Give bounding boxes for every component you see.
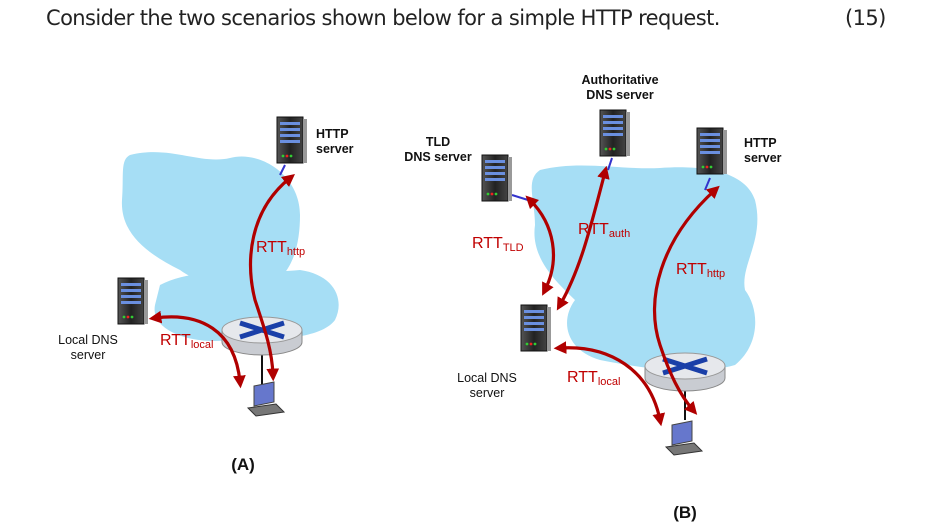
cloud-upper — [121, 152, 301, 290]
http-server-label-2: server — [744, 151, 782, 165]
svg-text:RTTTLD: RTTTLD — [472, 235, 524, 254]
rtt-auth-label: RTT — [578, 221, 609, 238]
tld-dns-label: TLD — [426, 135, 450, 149]
http-server-icon — [696, 127, 728, 175]
local-dns-server-icon — [117, 277, 149, 325]
caption-a: (A) — [231, 455, 255, 474]
rtt-http-label: RTT — [256, 239, 287, 256]
router-icon — [645, 353, 725, 391]
rtt-auth-sub: auth — [609, 228, 630, 240]
rtt-local-label: RTT — [567, 369, 598, 386]
local-dns-label-2: server — [470, 386, 505, 400]
http-server-label: HTTP — [744, 136, 777, 150]
http-server-label: HTTP — [316, 127, 349, 141]
rtt-local-sub: local — [191, 339, 214, 351]
http-server-icon — [276, 116, 308, 164]
tld-dns-label-2: DNS server — [404, 150, 472, 164]
svg-text:RTThttp: RTThttp — [676, 261, 725, 280]
rtt-http-label: RTT — [676, 261, 707, 278]
rtt-http-sub: http — [287, 246, 305, 258]
local-dns-label-2: server — [71, 348, 106, 362]
rtt-tld-sub: TLD — [503, 242, 524, 254]
question-points: (15) — [845, 6, 886, 30]
local-dns-label: Local DNS — [457, 371, 517, 385]
rtt-local-label: RTT — [160, 332, 191, 349]
svg-text:RTTlocal: RTTlocal — [160, 332, 213, 351]
tld-dns-server-icon — [481, 154, 513, 202]
svg-text:RTThttp: RTThttp — [256, 239, 305, 258]
local-dns-server-icon — [520, 304, 552, 352]
rtt-tld-label: RTT — [472, 235, 503, 252]
client-computer-icon — [247, 381, 285, 417]
client-computer-icon — [665, 420, 703, 456]
rtt-local-sub: local — [598, 376, 621, 388]
local-dns-label: Local DNS — [58, 333, 118, 347]
authoritative-dns-server-icon — [599, 109, 631, 157]
rtt-http-sub: http — [707, 268, 725, 280]
svg-text:RTTauth: RTTauth — [578, 221, 630, 240]
svg-text:RTTlocal: RTTlocal — [567, 369, 620, 388]
caption-b: (B) — [673, 503, 697, 522]
http-server-label-2: server — [316, 142, 354, 156]
auth-dns-label: Authoritative — [581, 73, 658, 87]
question-text: Consider the two scenarios shown below f… — [46, 6, 720, 30]
auth-dns-label-2: DNS server — [586, 88, 654, 102]
